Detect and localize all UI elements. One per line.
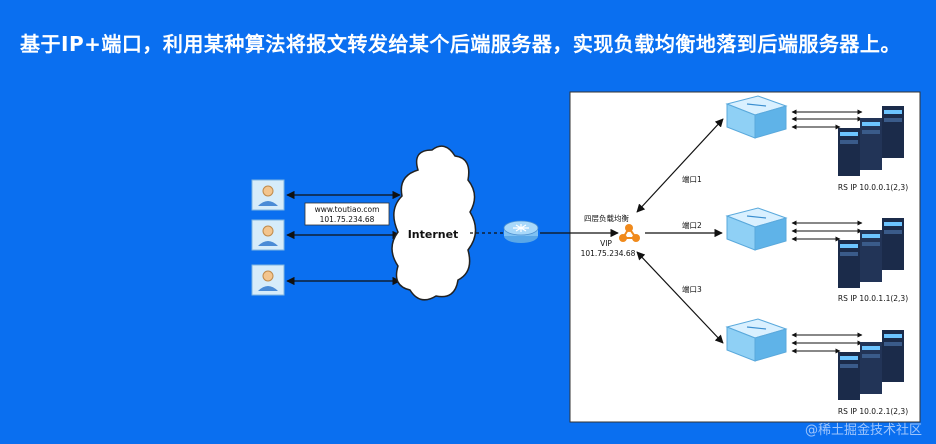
lb-label: 四层负载均衡 (584, 213, 629, 223)
domain-host: www.toutiao.com (315, 205, 380, 214)
headline: 基于IP+端口，利用某种算法将报文转发给某个后端服务器，实现负载均衡地落到后端服… (20, 32, 901, 56)
domain-ip: 101.75.234.68 (320, 215, 375, 224)
switch-server-arrows (791, 332, 863, 354)
port-label: 端口2 (682, 220, 702, 230)
port-label: 端口1 (682, 174, 702, 184)
lb-switch-arrow (636, 251, 724, 344)
router-icon (503, 220, 539, 243)
domain-box: www.toutiao.com 101.75.234.68 (304, 202, 390, 226)
internet-cloud-icon: Internet (391, 145, 477, 301)
rs-label: RS IP 10.0.0.1(2,3) (838, 183, 908, 192)
switch-icon (725, 207, 788, 251)
lb-switch-arrow (636, 118, 724, 213)
server-rack-icon (838, 330, 904, 400)
user-icon (251, 264, 285, 296)
internet-label: Internet (408, 228, 459, 241)
switch-icon (725, 95, 788, 139)
switch-icon (725, 318, 788, 362)
rs-label: RS IP 10.0.1.1(2,3) (838, 294, 908, 303)
user-icon (251, 219, 285, 251)
server-rack-icon (838, 218, 904, 288)
watermark: @稀土掘金技术社区 (804, 423, 922, 438)
server-rack-icon (838, 106, 904, 176)
rs-label: RS IP 10.0.2.1(2,3) (838, 407, 908, 416)
switch-server-arrows (791, 109, 863, 130)
user-icon (251, 179, 285, 211)
port-label: 端口3 (682, 284, 702, 294)
vip-ip: 101.75.234.68 (581, 249, 636, 258)
switch-server-arrows (791, 220, 863, 242)
vip-label: VIP (600, 239, 612, 248)
load-balancer-icon (619, 224, 640, 242)
